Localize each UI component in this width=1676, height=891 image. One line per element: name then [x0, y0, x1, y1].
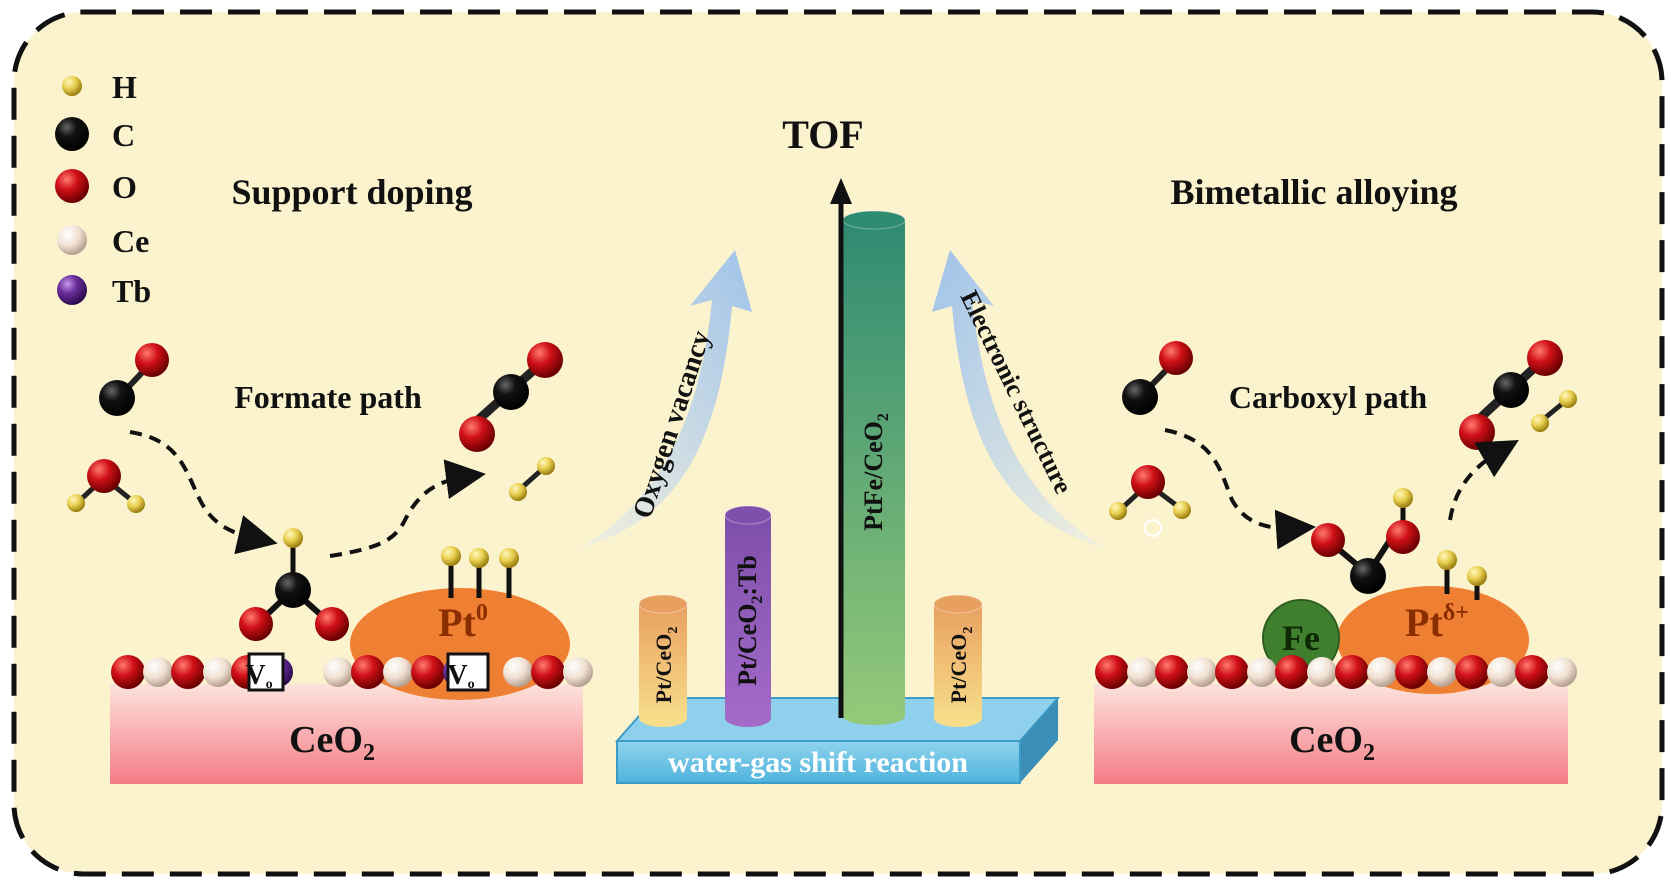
surface-atom	[1275, 655, 1309, 689]
right-ceo2-support	[1094, 684, 1568, 784]
catalyst-cylinder-1: Pt/CeO2	[638, 594, 688, 727]
surface-atom	[1307, 657, 1337, 687]
surface-atom	[323, 657, 353, 687]
surface-atom	[351, 655, 385, 689]
svg-text:Vo: Vo	[447, 660, 474, 692]
legend-label: C	[112, 117, 135, 153]
left-panel-title: Support doping	[231, 172, 472, 212]
surface-atom	[411, 655, 445, 689]
fe-label: Fe	[1282, 618, 1320, 658]
surface-atom	[1155, 655, 1189, 689]
pt-delta-label: Ptδ+	[1405, 600, 1469, 645]
platform-label: water-gas shift reaction	[668, 746, 968, 779]
legend-item-tb: Tb	[57, 273, 151, 309]
surface-atom	[1187, 657, 1217, 687]
surface-atom	[1335, 655, 1369, 689]
water-molecule-right	[1109, 465, 1191, 537]
legend-swatch	[55, 117, 89, 151]
surface-atom	[1095, 655, 1129, 689]
right-panel-title: Bimetallic alloying	[1171, 172, 1458, 212]
legend-swatch	[57, 275, 87, 305]
oxygen-vacancy-arrow	[580, 250, 752, 548]
surface-atom	[563, 657, 593, 687]
surface-atom	[531, 655, 565, 689]
catalyst-cylinder-2: Pt/CeO2:Tb	[724, 505, 772, 727]
reactant-flow-arrow	[129, 430, 278, 555]
pt-delta-adsorbed-hydrogen	[1437, 550, 1487, 600]
catalyst-cylinder-4: Pt/CeO2	[933, 594, 983, 727]
surface-atom	[1515, 655, 1549, 689]
legend-label: Ce	[112, 223, 149, 259]
pt-adsorbed-hydrogen	[441, 546, 519, 598]
left-ceo2-support	[110, 684, 583, 784]
legend-swatch	[57, 225, 87, 255]
right-surface-atoms	[1095, 655, 1577, 689]
surface-atom	[1127, 657, 1157, 687]
formate-path-label: Formate path	[234, 379, 422, 415]
surface-atom	[1367, 657, 1397, 687]
co2-molecule	[459, 342, 563, 452]
surface-atom	[1427, 657, 1457, 687]
legend-swatch	[62, 76, 82, 96]
surface-atom	[1395, 655, 1429, 689]
left-support-label: CeO2	[289, 719, 375, 766]
h2-molecule-right	[1531, 390, 1577, 432]
surface-atom	[143, 657, 173, 687]
carboxyl-path-label: Carboxyl path	[1229, 379, 1427, 415]
right-support-label: CeO2	[1289, 719, 1375, 766]
oxygen-vacancy-marker-1: Vo	[245, 652, 285, 692]
h2-molecule	[509, 457, 555, 501]
tof-axis-arrowhead	[830, 178, 852, 204]
surface-atom	[171, 655, 205, 689]
surface-atom	[503, 657, 533, 687]
catalyst-cylinder-3: PtFe/CeO2	[842, 210, 906, 725]
carboxyl-intermediate	[1311, 488, 1420, 594]
surface-atom	[203, 657, 233, 687]
electronic-structure-arrow	[932, 250, 1105, 548]
surface-atom	[111, 655, 145, 689]
svg-text:Vo: Vo	[245, 660, 272, 692]
legend-item-c: C	[55, 117, 135, 153]
legend-item-o: O	[55, 169, 137, 205]
co-molecule-right	[1122, 341, 1193, 415]
product-flow-arrow	[329, 459, 486, 558]
surface-atom	[1215, 655, 1249, 689]
legend-item-ce: Ce	[57, 223, 149, 259]
oxygen-vacancy-marker-2: Vo	[446, 652, 490, 692]
water-molecule	[67, 459, 145, 513]
formate-intermediate	[239, 528, 349, 641]
tof-axis-label: TOF	[782, 112, 864, 157]
surface-atom	[1247, 657, 1277, 687]
surface-atom	[1455, 655, 1489, 689]
legend-label: Tb	[112, 273, 151, 309]
legend-swatch	[55, 169, 89, 203]
legend-label: O	[112, 169, 137, 205]
reactant-flow-arrow-right	[1164, 428, 1316, 550]
product-flow-arrow-right	[1448, 440, 1519, 521]
surface-atom	[383, 657, 413, 687]
cylinder-label: PtFe/CeO2	[859, 413, 892, 531]
legend-label: H	[112, 69, 137, 105]
legend-item-h: H	[62, 69, 137, 105]
cylinder-label: Pt/CeO2	[651, 627, 681, 704]
pt0-label: Pt0	[438, 600, 488, 645]
surface-atom	[1487, 657, 1517, 687]
surface-atom	[1547, 657, 1577, 687]
co-molecule	[99, 343, 169, 416]
cylinder-label: Pt/CeO2:Tb	[733, 555, 766, 686]
cylinder-label: Pt/CeO2	[946, 627, 976, 704]
